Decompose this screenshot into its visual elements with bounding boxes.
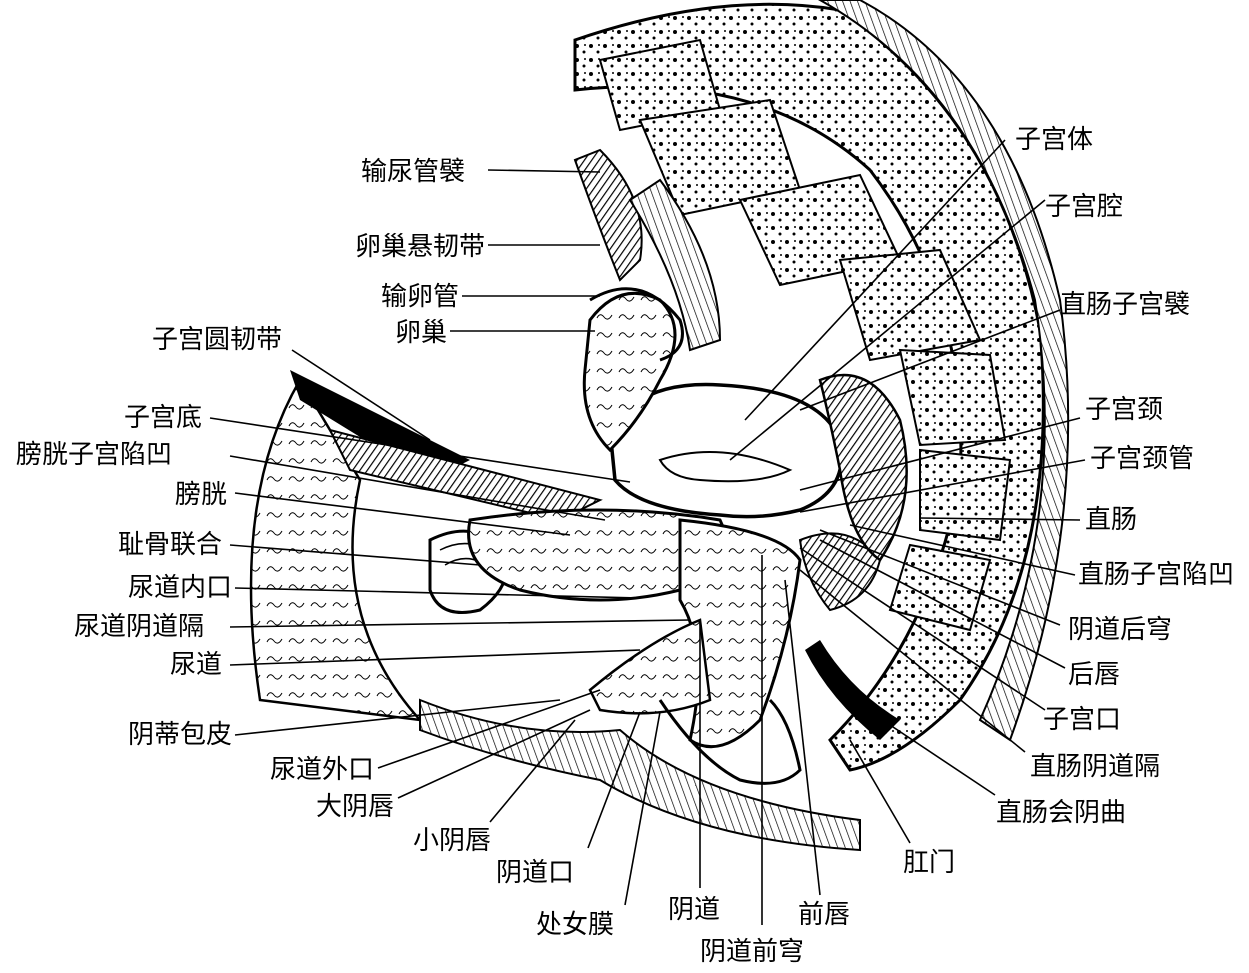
label-bladder: 膀胱 bbox=[174, 480, 227, 510]
uterus-shape bbox=[608, 382, 844, 519]
label-body-uterus: 子宫体 bbox=[1015, 125, 1094, 155]
label-rectouterine-pouch: 直肠子宫陷凹 bbox=[1078, 560, 1235, 590]
label-anus: 肛门 bbox=[903, 848, 956, 878]
label-round-ligament-uterus: 子宫圆韧带 bbox=[151, 325, 282, 355]
vagina-perineum bbox=[419, 518, 900, 852]
sacrum-spine bbox=[573, 0, 1070, 772]
label-prepuce-clitoris: 阴蒂包皮 bbox=[127, 720, 232, 750]
label-perineal-flexure-rectum: 直肠会阴曲 bbox=[996, 798, 1127, 828]
label-ureteral-fold: 输尿管襞 bbox=[360, 157, 465, 187]
anterior-wall bbox=[249, 370, 603, 722]
label-suspensory-ligament-ovary: 卵巢悬韧带 bbox=[354, 232, 485, 262]
ovary-tube bbox=[573, 148, 722, 453]
label-labium-majus: 大阴唇 bbox=[315, 792, 394, 822]
label-posterior-lip: 后唇 bbox=[1068, 660, 1121, 690]
label-posterior-fornix: 阴道后穹 bbox=[1068, 615, 1173, 645]
label-ovary: 卵巢 bbox=[394, 318, 447, 348]
label-external-os: 子宫口 bbox=[1043, 705, 1122, 735]
leader-lines bbox=[209, 139, 1086, 925]
label-vaginal-orifice: 阴道口 bbox=[495, 858, 574, 888]
label-anterior-fornix: 阴道前穹 bbox=[700, 937, 805, 967]
label-uterine-tube: 输卵管 bbox=[380, 282, 459, 312]
label-rectouterine-fold: 直肠子宫襞 bbox=[1060, 290, 1191, 320]
label-cervical-canal: 子宫颈管 bbox=[1090, 444, 1195, 474]
label-fundus-uterus: 子宫底 bbox=[123, 403, 202, 433]
label-external-urethral-orifice: 尿道外口 bbox=[269, 755, 374, 785]
label-anterior-lip: 前唇 bbox=[798, 900, 851, 930]
label-rectovaginal-septum: 直肠阴道隔 bbox=[1030, 752, 1161, 782]
label-vagina: 阴道 bbox=[668, 895, 721, 925]
label-rectum: 直肠 bbox=[1085, 505, 1138, 535]
label-vesicouterine-pouch: 膀胱子宫陷凹 bbox=[15, 440, 172, 470]
label-uterine-cavity: 子宫腔 bbox=[1045, 192, 1124, 222]
label-pubic-symphysis: 耻骨联合 bbox=[117, 530, 222, 560]
label-labium-minus: 小阴唇 bbox=[412, 826, 491, 856]
label-hymen: 处女膜 bbox=[535, 910, 614, 940]
label-urethrovaginal-septum: 尿道阴道隔 bbox=[73, 612, 204, 642]
label-urethra: 尿道 bbox=[169, 650, 222, 680]
label-cervix: 子宫颈 bbox=[1085, 395, 1164, 425]
label-internal-urethral-orifice: 尿道内口 bbox=[127, 573, 232, 603]
